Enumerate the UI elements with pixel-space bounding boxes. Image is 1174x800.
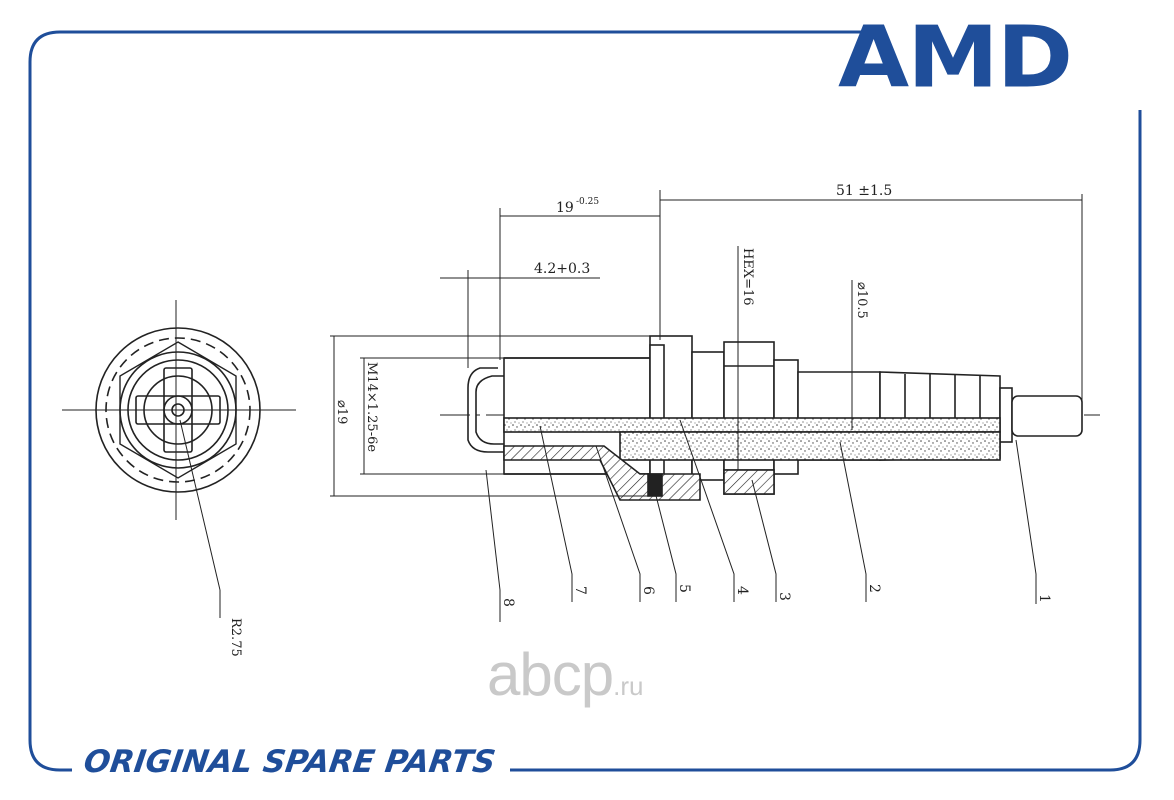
callout-1: 1: [1036, 594, 1052, 603]
dim-hex-label: HEX=16: [740, 248, 755, 306]
callout-6: 6: [640, 586, 656, 595]
dim-reach-label: 19: [556, 200, 574, 216]
dim-reach-tolerance: -0.25: [576, 197, 599, 207]
brand-logo: AMD: [838, 8, 1073, 107]
watermark: abcp.ru: [487, 640, 643, 709]
callout-2: 2: [866, 584, 882, 593]
callout-5: 5: [676, 584, 692, 593]
callout-leaders: [485, 419, 1037, 622]
frame-border: [28, 30, 1142, 772]
callout-8: 8: [500, 598, 516, 607]
tagline: ORIGINAL SPARE PARTS: [81, 744, 498, 780]
watermark-suffix: .ru: [613, 671, 644, 701]
dim-thread-label: M14×1.25-6e: [364, 362, 379, 452]
dimension-lines: [330, 190, 1083, 497]
dim-d19-label: ⌀19: [334, 400, 349, 424]
radius-label: R2.75: [228, 618, 243, 657]
side-view: [440, 335, 1100, 501]
watermark-text: abcp: [487, 641, 614, 708]
end-view: [62, 300, 296, 618]
dim-length-label: 51 ±1.5: [836, 183, 892, 199]
dim-gap-label: 4.2+0.3: [534, 261, 590, 277]
callout-3: 3: [776, 592, 792, 601]
dim-d10-label: ⌀10.5: [854, 282, 869, 319]
callout-7: 7: [572, 586, 588, 595]
callout-4: 4: [734, 586, 750, 595]
